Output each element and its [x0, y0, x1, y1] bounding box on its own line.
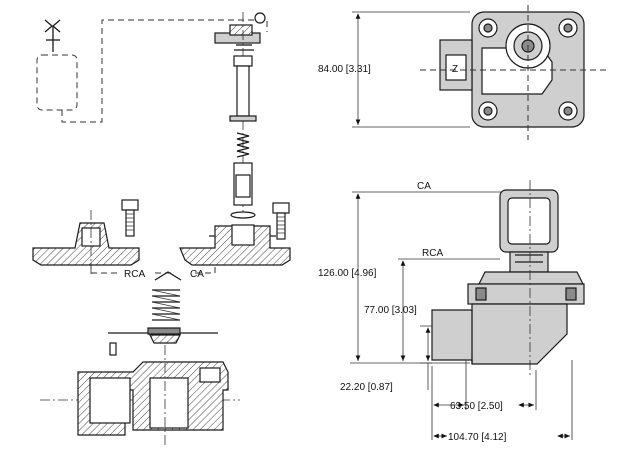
ca-label-side: CA: [417, 181, 431, 192]
cover-bolts: [121, 199, 290, 240]
dim-126: 126.00 [4.96]: [318, 268, 377, 279]
dim-104: 104.70 [4.12]: [448, 432, 507, 443]
side-view: CA RCA 126.00 [4.96] 77.00 [3.03] 22.20 …: [318, 180, 585, 443]
ca-label-left: CA: [190, 269, 204, 280]
main-spring: [151, 289, 181, 321]
rca-label-left: RCA: [124, 269, 145, 280]
remote-pilot-assembly: [36, 19, 268, 123]
dim-77: 77.00 [3.03]: [364, 305, 417, 316]
cover-labels: RCA CA: [90, 263, 216, 281]
rca-cover: [32, 210, 140, 275]
dim-84: 84.00 [3.31]: [318, 64, 371, 75]
dim-63: 63.50 [2.50]: [450, 401, 503, 412]
dim-22: 22.20 [0.87]: [340, 382, 393, 393]
top-view: Z 84.00 [3.31]: [318, 5, 610, 140]
plunger-tube: [229, 55, 257, 219]
exploded-view: RCA CA: [32, 12, 291, 445]
ca-cover: [179, 224, 291, 266]
valve-body: [40, 345, 240, 445]
rca-label-side: RCA: [422, 248, 443, 259]
diaphragm: [108, 327, 218, 356]
